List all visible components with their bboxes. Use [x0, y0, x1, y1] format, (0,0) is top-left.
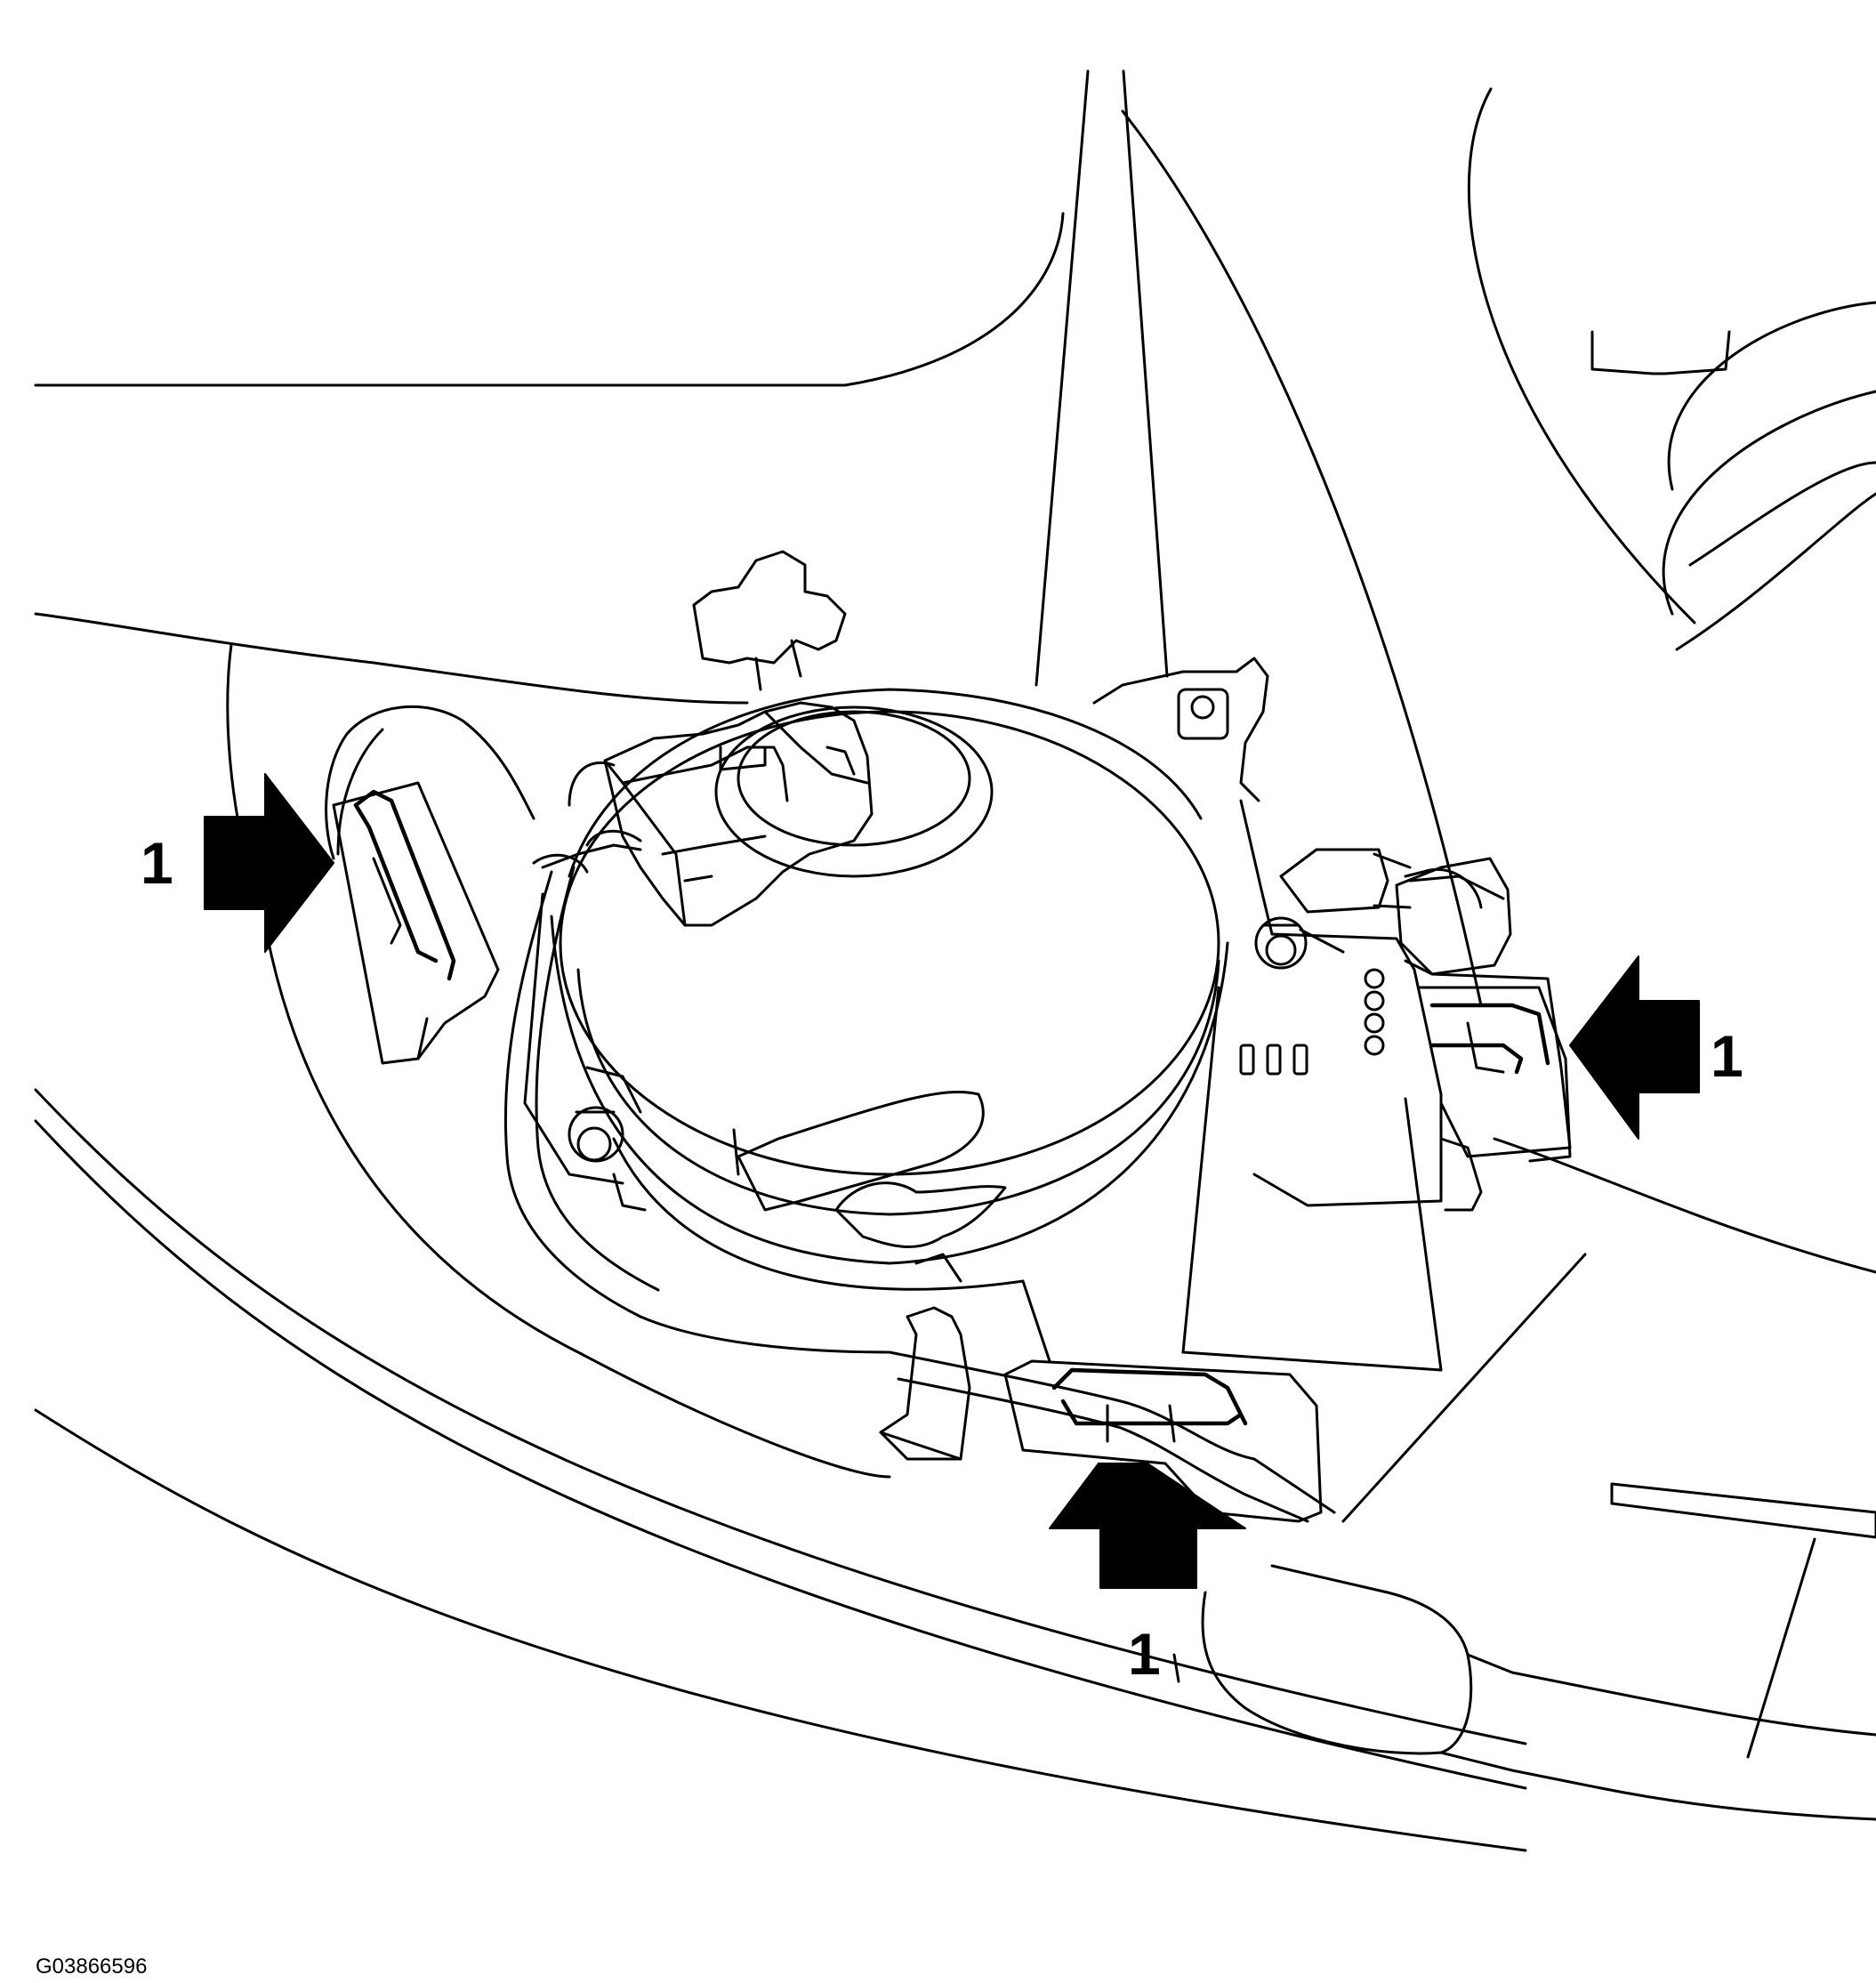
- wiring-harness: [325, 705, 1876, 1821]
- callout-label-left: 1: [141, 830, 173, 896]
- electrical-connector: [603, 701, 874, 927]
- arrow-up-icon: [1049, 1463, 1246, 1589]
- callout-arrow-left: 1: [141, 773, 334, 953]
- retaining-clip-right: [1417, 986, 1572, 1163]
- callout-label-right: 1: [1711, 1023, 1743, 1089]
- bulb-retaining-tab: [692, 550, 847, 691]
- bulb-socket-dome: [523, 688, 1229, 1363]
- ball-joint-adjuster: [1279, 848, 1512, 976]
- lower-clip-tab: [879, 1306, 971, 1461]
- retaining-clips: [332, 781, 1572, 1523]
- retaining-clip-bottom: [1003, 1359, 1323, 1523]
- callout-arrow-right: 1: [1569, 955, 1743, 1140]
- arrow-right-icon: [204, 773, 334, 953]
- retaining-clip-left: [332, 781, 500, 1065]
- arrow-left-icon: [1569, 955, 1700, 1140]
- callout-label-bottom: 1: [1128, 1621, 1161, 1687]
- mounting-bolts: [568, 916, 1308, 1163]
- body-panels: [34, 69, 1876, 1852]
- rear-cover-bracket: [1092, 657, 1572, 1372]
- callout-arrow-bottom: 1: [1049, 1463, 1246, 1687]
- figure-id: G03866596: [36, 1955, 147, 1979]
